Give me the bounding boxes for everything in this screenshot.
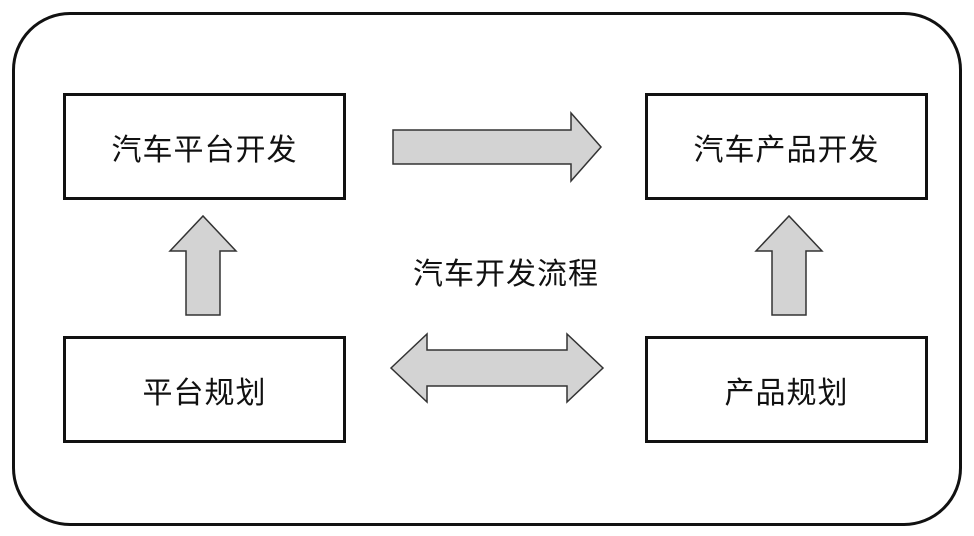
right-arrow-icon bbox=[392, 111, 603, 183]
platform-planning-label: 平台规划 bbox=[142, 375, 267, 411]
product-development-label: 汽车产品开发 bbox=[693, 132, 880, 168]
product-planning-label: 产品规划 bbox=[724, 375, 849, 411]
product-planning-box: 产品规划 bbox=[645, 336, 928, 443]
up-arrow-right-icon bbox=[754, 214, 824, 316]
platform-development-label: 汽车平台开发 bbox=[111, 132, 298, 168]
development-process-title: 汽车开发流程 bbox=[413, 257, 599, 292]
platform-development-box: 汽车平台开发 bbox=[63, 93, 346, 200]
double-arrow-icon bbox=[389, 332, 605, 404]
platform-planning-box: 平台规划 bbox=[63, 336, 346, 443]
up-arrow-left-icon bbox=[168, 214, 238, 316]
product-development-box: 汽车产品开发 bbox=[645, 93, 928, 200]
